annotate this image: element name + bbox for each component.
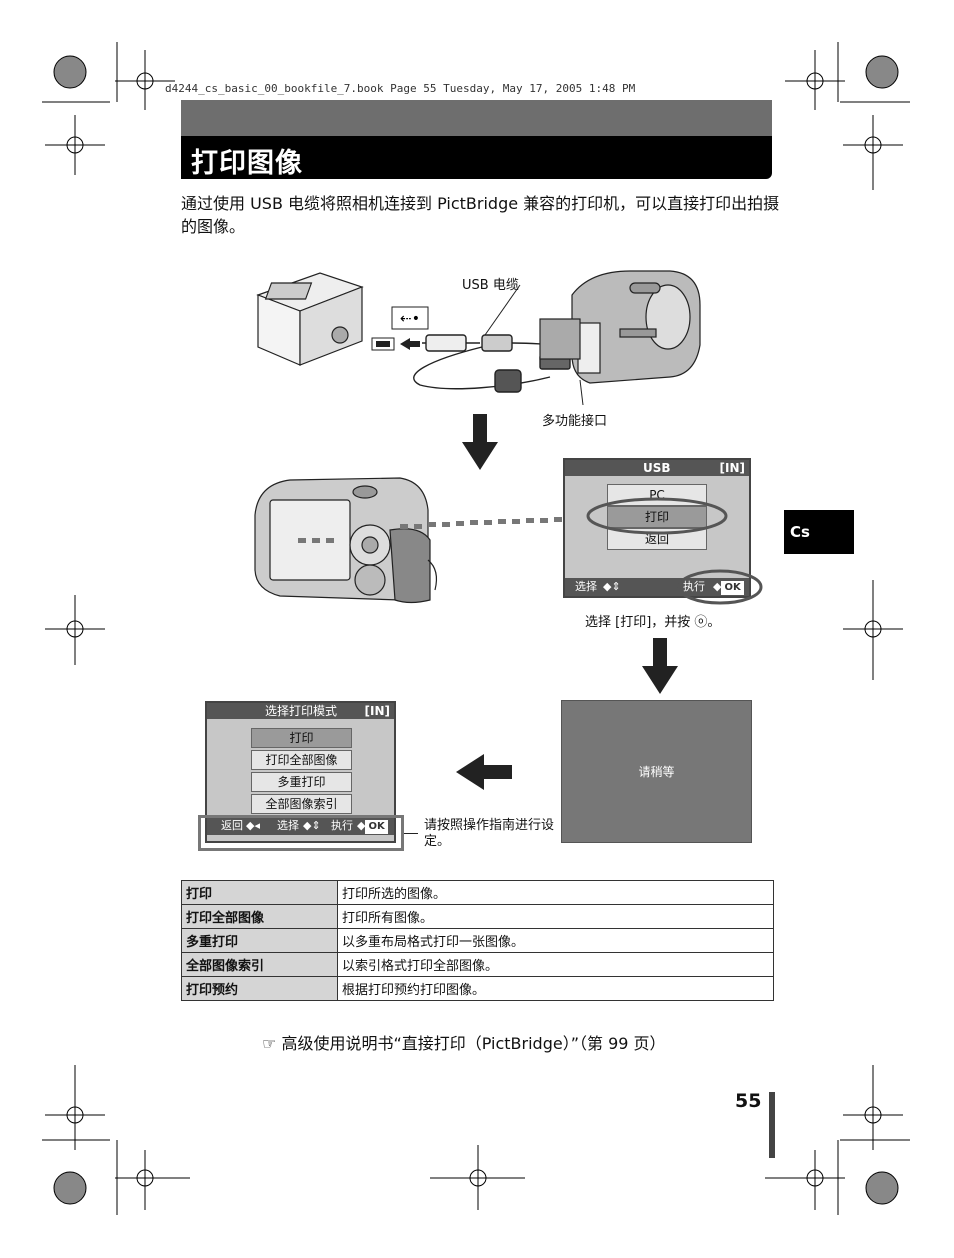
title-band — [181, 136, 772, 179]
arrow-down-icon — [462, 414, 498, 470]
usb-screen-caption: 选择 [打印]，并按 ⓞ。 — [585, 615, 721, 630]
usb-menu-item-back[interactable]: 返回 — [607, 528, 707, 550]
mode-description: 打印所选的图像。 — [337, 880, 774, 905]
language-side-tab: Cs — [784, 510, 854, 554]
arrow-down-icon — [642, 638, 678, 694]
footer-select-label: 选择 — [277, 819, 299, 832]
ok-button-icon: ◆OK — [713, 578, 744, 596]
memory-badge: [IN] — [364, 704, 390, 718]
page-title: 打印图像 — [191, 148, 303, 179]
mode-description: 根据打印预约打印图像。 — [337, 976, 774, 1001]
updown-icon: ◆⇕ — [303, 819, 321, 832]
mode-name: 打印全部图像 — [181, 904, 338, 929]
usb-cable-label: USB 电缆 — [462, 278, 519, 293]
footer-execute-label: 执行 — [331, 819, 353, 832]
mode-name: 全部图像索引 — [181, 952, 338, 977]
multi-connector-label: 多功能接口 — [542, 414, 608, 429]
mode-description: 以多重布局格式打印一张图像。 — [337, 928, 774, 953]
mode-item-multi-print[interactable]: 多重打印 — [251, 772, 352, 792]
book-header-line: d4244_cs_basic_00_bookfile_7.book Page 5… — [165, 82, 636, 95]
pointing-hand-icon: ☞ — [262, 1034, 277, 1053]
table-row: 打印全部图像打印所有图像。 — [181, 904, 774, 929]
intro-paragraph: 通过使用 USB 电缆将照相机连接到 PictBridge 兼容的打印机，可以直… — [181, 194, 780, 236]
svg-text:⇠•: ⇠• — [400, 311, 420, 327]
page-number: 55 — [735, 1090, 762, 1112]
table-row: 全部图像索引以索引格式打印全部图像。 — [181, 952, 774, 977]
print-mode-title: 选择打印模式 — [265, 704, 338, 718]
ok-label: OK — [721, 581, 744, 595]
mode-name: 打印预约 — [181, 976, 338, 1001]
mode-name: 打印 — [181, 880, 338, 905]
mode-item-print[interactable]: 打印 — [251, 728, 352, 748]
footer-select-label: 选择 — [575, 580, 597, 593]
usb-screen-title: USB — [643, 461, 671, 475]
printer-camera-illustration: ⇠• — [256, 270, 701, 405]
print-modes-table: 打印打印所选的图像。 打印全部图像打印所有图像。 多重打印以多重布局格式打印一张… — [181, 880, 774, 1001]
reference-text: 高级使用说明书“直接打印（PictBridge）”（第 99 页） — [281, 1034, 666, 1053]
arrow-left-icon — [456, 754, 512, 790]
ok-label: OK — [365, 820, 388, 834]
usb-screen-header: USB [IN] — [565, 460, 749, 476]
mode-screen-caption: 请按照操作指南进行设定。 — [424, 818, 555, 849]
manual-reference: ☞ 高级使用说明书“直接打印（PictBridge）”（第 99 页） — [262, 1030, 666, 1054]
please-wait-screen: 请稍等 — [561, 700, 752, 843]
footer-highlight-box — [198, 815, 404, 851]
ok-button-icon: ◆OK — [357, 817, 388, 835]
usb-screen-footer: 选择 ◆⇕ 执行 ◆OK — [565, 578, 749, 596]
print-mode-footer: 返回 ◆◂ 选择 ◆⇕ 执行 ◆OK — [207, 817, 394, 835]
print-mode-screen: 选择打印模式 [IN] 打印 打印全部图像 多重打印 全部图像索引 返回 ◆◂ … — [205, 701, 396, 843]
mode-description: 以索引格式打印全部图像。 — [337, 952, 774, 977]
page-number-bar — [769, 1092, 775, 1158]
updown-icon: ◆⇕ — [603, 580, 621, 593]
table-row: 多重打印以多重布局格式打印一张图像。 — [181, 928, 774, 953]
table-row: 打印打印所选的图像。 — [181, 880, 774, 905]
mode-item-all-print[interactable]: 打印全部图像 — [251, 750, 352, 770]
title-band-top — [181, 100, 772, 136]
mode-item-all-index[interactable]: 全部图像索引 — [251, 794, 352, 814]
mode-description: 打印所有图像。 — [337, 904, 774, 929]
camera-back-illustration — [254, 477, 576, 604]
footer-back-label: 返回 — [221, 819, 243, 832]
callout-line — [404, 833, 418, 834]
usb-menu-item-print[interactable]: 打印 — [607, 506, 707, 528]
mode-name: 多重打印 — [181, 928, 338, 953]
memory-badge: [IN] — [719, 461, 745, 475]
print-mode-header: 选择打印模式 [IN] — [207, 703, 394, 719]
table-row: 打印预约根据打印预约打印图像。 — [181, 976, 774, 1001]
footer-execute-label: 执行 — [683, 580, 705, 593]
left-key-icon: ◆◂ — [246, 819, 260, 832]
highlight-ellipses — [586, 497, 763, 605]
